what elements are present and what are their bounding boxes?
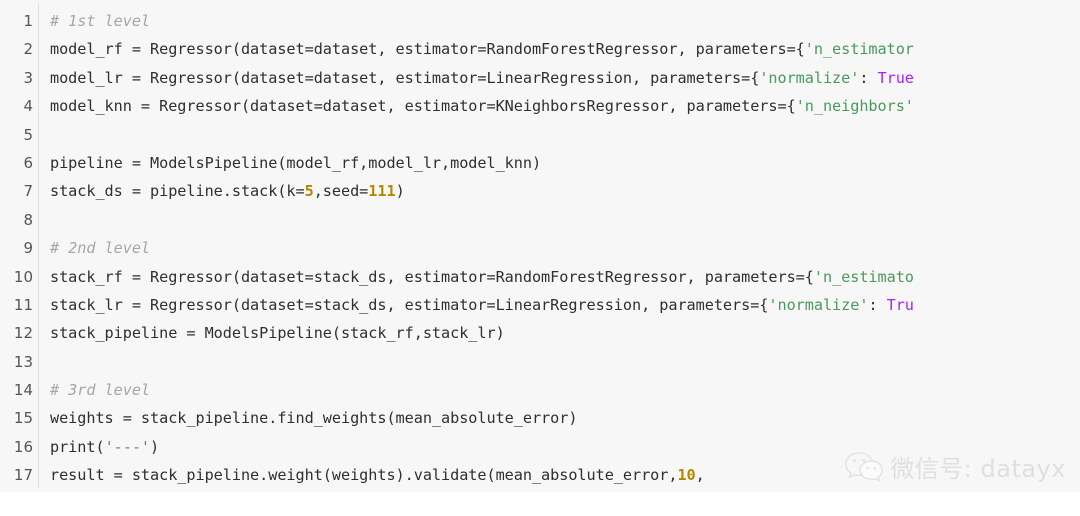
line-number: 3 bbox=[23, 68, 33, 87]
code-line[interactable]: 2 model_rf = Regressor(dataset=dataset, e… bbox=[0, 35, 1080, 63]
line-source: print('---') bbox=[50, 433, 159, 461]
token-plain: : bbox=[868, 295, 887, 314]
token-number: 111 bbox=[368, 182, 396, 201]
code-line[interactable]: 11 stack_lr = Regressor(dataset=stack_ds,… bbox=[0, 291, 1080, 319]
line-source: stack_lr = Regressor(dataset=stack_ds, e… bbox=[50, 291, 914, 319]
line-source: weights = stack_pipeline.find_weights(me… bbox=[50, 404, 577, 432]
code-line[interactable]: 4 model_knn = Regressor(dataset=dataset, … bbox=[0, 92, 1080, 120]
line-number: 10 bbox=[13, 267, 33, 286]
line-source: stack_ds = pipeline.stack(k=5,seed=111) bbox=[50, 177, 405, 205]
token-plain: : bbox=[859, 68, 878, 87]
line-source: pipeline = ModelsPipeline(model_rf,model… bbox=[50, 149, 541, 177]
line-source: stack_rf = Regressor(dataset=stack_ds, e… bbox=[50, 263, 914, 291]
token-plain: , bbox=[695, 466, 705, 485]
line-source: model_knn = Regressor(dataset=dataset, e… bbox=[50, 92, 914, 120]
token-string: 'n_estimator bbox=[804, 40, 914, 59]
token-comment: # 1st level bbox=[50, 12, 151, 30]
line-source: # 1st level bbox=[50, 7, 150, 35]
token-plain: ,seed= bbox=[313, 182, 369, 201]
gutter-separator bbox=[38, 4, 39, 488]
token-keyword: Tru bbox=[886, 295, 914, 314]
line-number: 9 bbox=[23, 239, 33, 258]
code-line[interactable]: 7 stack_ds = pipeline.stack(k=5,seed=111) bbox=[0, 177, 1080, 205]
token-plain: print( bbox=[50, 437, 105, 456]
code-lines-container: 1 # 1st level 2 model_rf = Regressor(datase… bbox=[0, 7, 1080, 490]
line-number: 2 bbox=[23, 40, 33, 59]
line-number: 13 bbox=[13, 352, 33, 371]
line-number: 15 bbox=[13, 409, 33, 428]
token-plain: model_knn = Regressor(dataset=dataset, e… bbox=[50, 97, 796, 116]
line-number: 6 bbox=[23, 153, 33, 172]
line-number: 1 bbox=[23, 12, 33, 30]
line-number: 12 bbox=[13, 324, 33, 343]
token-plain: stack_ds = pipeline.stack(k= bbox=[50, 182, 305, 201]
line-source: result = stack_pipeline.weight(weights).… bbox=[50, 461, 705, 489]
line-number: 17 bbox=[13, 466, 33, 485]
code-line[interactable]: 5 bbox=[0, 121, 1080, 149]
code-line[interactable]: 8 bbox=[0, 206, 1080, 234]
line-number: 11 bbox=[13, 295, 33, 314]
token-plain: pipeline = ModelsPipeline(model_rf,model… bbox=[50, 153, 542, 172]
code-line[interactable]: 12 stack_pipeline = ModelsPipeline(stack_… bbox=[0, 319, 1080, 347]
bottom-strip bbox=[0, 492, 1080, 516]
line-number: 4 bbox=[23, 97, 33, 116]
line-number: 5 bbox=[23, 125, 33, 144]
token-string: 'n_neighbors' bbox=[795, 97, 914, 116]
token-plain: model_lr = Regressor(dataset=dataset, es… bbox=[50, 68, 760, 87]
line-number: 8 bbox=[23, 210, 33, 229]
line-source: # 3rd level bbox=[50, 376, 150, 404]
code-line[interactable]: 1 # 1st level bbox=[0, 7, 1080, 35]
code-line[interactable]: 3 model_lr = Regressor(dataset=dataset, e… bbox=[0, 64, 1080, 92]
token-plain: stack_pipeline = ModelsPipeline(stack_rf… bbox=[50, 324, 505, 343]
line-number: 16 bbox=[13, 437, 33, 456]
token-plain: ) bbox=[150, 437, 160, 456]
code-line[interactable]: 17 result = stack_pipeline.weight(weights… bbox=[0, 461, 1080, 489]
token-keyword: True bbox=[877, 68, 914, 87]
line-number: 14 bbox=[13, 381, 33, 400]
code-line[interactable]: 16 print('---') bbox=[0, 433, 1080, 461]
code-line[interactable]: 10 stack_rf = Regressor(dataset=stack_ds,… bbox=[0, 263, 1080, 291]
token-number: 5 bbox=[304, 182, 314, 201]
token-string: '---' bbox=[104, 437, 151, 456]
token-plain: ) bbox=[395, 182, 405, 201]
line-source: # 2nd level bbox=[50, 234, 150, 262]
token-plain: weights = stack_pipeline.find_weights(me… bbox=[50, 409, 578, 428]
token-number: 10 bbox=[677, 466, 696, 485]
code-line[interactable]: 6 pipeline = ModelsPipeline(model_rf,mode… bbox=[0, 149, 1080, 177]
line-source: model_rf = Regressor(dataset=dataset, es… bbox=[50, 35, 914, 63]
token-string: 'normalize' bbox=[768, 295, 869, 314]
code-line[interactable]: 9 # 2nd level bbox=[0, 234, 1080, 262]
token-plain: result = stack_pipeline.weight(weights).… bbox=[50, 466, 678, 485]
token-plain: stack_lr = Regressor(dataset=stack_ds, e… bbox=[50, 295, 769, 314]
code-line[interactable]: 15 weights = stack_pipeline.find_weights(… bbox=[0, 404, 1080, 432]
token-comment: # 2nd level bbox=[50, 239, 151, 258]
code-line[interactable]: 13 bbox=[0, 348, 1080, 376]
token-plain: model_rf = Regressor(dataset=dataset, es… bbox=[50, 40, 805, 59]
code-block: 1 # 1st level 2 model_rf = Regressor(datase… bbox=[0, 4, 1080, 490]
token-comment: # 3rd level bbox=[50, 381, 151, 400]
line-source: model_lr = Regressor(dataset=dataset, es… bbox=[50, 64, 914, 92]
line-source: stack_pipeline = ModelsPipeline(stack_rf… bbox=[50, 319, 505, 347]
token-plain: stack_rf = Regressor(dataset=stack_ds, e… bbox=[50, 267, 814, 286]
token-string: 'normalize' bbox=[759, 68, 860, 87]
line-number: 7 bbox=[23, 182, 33, 201]
code-line[interactable]: 14 # 3rd level bbox=[0, 376, 1080, 404]
token-string: 'n_estimato bbox=[813, 267, 914, 286]
